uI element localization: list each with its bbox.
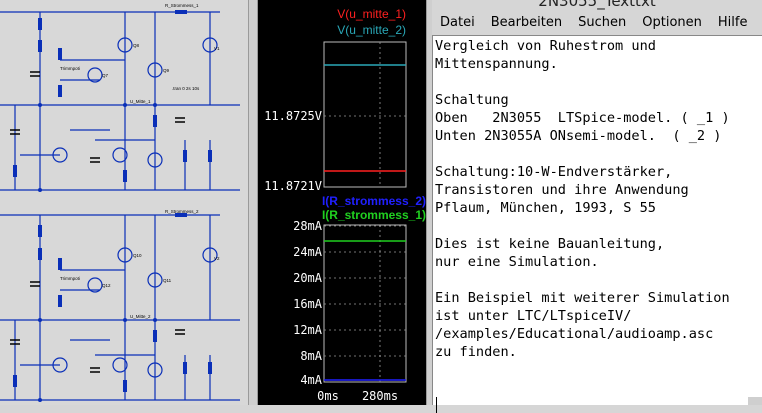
- text-line: Transistoren und ihre Anwendung: [435, 182, 689, 198]
- y-tick-bottom-3: 16mA: [293, 297, 323, 311]
- label-u-mitte-2: U_Mitte_2: [130, 314, 151, 319]
- text-line: Dies ist keine Bauanleitung,: [435, 236, 665, 252]
- text-line: Schaltung: [435, 92, 509, 108]
- window-title: 2N3055_Texttxt: [538, 0, 656, 10]
- text-line: Mittenspannung.: [435, 56, 558, 72]
- trace-label-u-mitte-2[interactable]: V(u_mitte_2): [337, 23, 406, 37]
- label-r-strommess-2: R_Strommess_2: [165, 209, 199, 214]
- waveform-viewer[interactable]: V(u_mitte_1) V(u_mitte_2) I(R_strommess_…: [258, 0, 426, 405]
- y-tick-top-1: 11.8721V: [264, 179, 322, 193]
- label-q7: Q7: [102, 73, 109, 78]
- text-line: Unten 2N3055A ONsemi-model. ( _2 ): [435, 128, 722, 144]
- menu-bar: Datei Bearbeiten Suchen Optionen Hilfe: [432, 12, 762, 34]
- label-u-mitte-1: U_Mitte_1: [130, 99, 151, 104]
- text-line: nur eine Simulation.: [435, 254, 599, 270]
- x-tick-1: 280ms: [362, 389, 398, 403]
- y-tick-bottom-1: 24mA: [293, 245, 323, 259]
- schematic-canvas[interactable]: R_Strommess_1 U_Mitte_1 .tran 0 2s 10s T…: [0, 0, 248, 405]
- text-editor-window: 2N3055_Texttxt Datei Bearbeiten Suchen O…: [432, 0, 762, 413]
- menu-optionen[interactable]: Optionen: [642, 15, 702, 30]
- y-tick-bottom-5: 8mA: [300, 349, 322, 363]
- label-trimmpoti-2: Trimmpoti: [60, 276, 80, 281]
- text-line: Pflaum, München, 1993, S 55: [435, 200, 656, 216]
- label-v1: V1: [214, 46, 220, 51]
- menu-datei[interactable]: Datei: [440, 15, 475, 30]
- trace-label-r-strommess-2[interactable]: I(R_strommess_2): [322, 194, 426, 208]
- trace-label-r-strommess-1[interactable]: I(R_strommess_1): [322, 208, 426, 222]
- schematic-drawing: R_Strommess_1 U_Mitte_1 .tran 0 2s 10s T…: [0, 3, 240, 402]
- label-v2: V2: [214, 256, 220, 261]
- y-tick-bottom-6: 4mA: [300, 373, 322, 387]
- label-q9: Q9: [163, 68, 170, 73]
- text-line: zu finden.: [435, 344, 517, 360]
- menu-hilfe[interactable]: Hilfe: [717, 15, 748, 30]
- menu-suchen[interactable]: Suchen: [578, 15, 627, 30]
- y-tick-bottom-2: 20mA: [293, 271, 323, 285]
- label-q10: Q10: [133, 253, 142, 258]
- text-line: /examples/Educational/audioamp.asc: [435, 326, 714, 342]
- label-r-strommess-1: R_Strommess_1: [165, 3, 199, 8]
- y-tick-bottom-0: 28mA: [293, 219, 323, 233]
- x-tick-0: 0ms: [317, 389, 339, 403]
- label-tran: .tran 0 2s 10s: [172, 86, 200, 91]
- text-area[interactable]: Vergleich von Ruhestrom und Mittenspannu…: [432, 35, 762, 413]
- pane-splitter-right[interactable]: [426, 0, 432, 405]
- scrollbar-corner[interactable]: [748, 397, 762, 405]
- text-line: Ein Beispiel mit weiterer Simulation: [435, 290, 730, 306]
- text-content: Vergleich von Ruhestrom und Mittenspannu…: [435, 37, 730, 361]
- label-q11: Q11: [163, 278, 172, 283]
- text-line: Oben 2N3055 LTSpice-model. ( _1 ): [435, 110, 730, 126]
- label-q12: Q12: [102, 283, 111, 288]
- label-trimmpoti-1: Trimmpoti: [60, 66, 80, 71]
- waveform-plot: V(u_mitte_1) V(u_mitte_2) I(R_strommess_…: [264, 7, 426, 403]
- label-q8: Q8: [133, 43, 140, 48]
- y-tick-top-0: 11.8725V: [264, 109, 322, 123]
- trace-label-u-mitte-1[interactable]: V(u_mitte_1): [337, 7, 406, 21]
- y-tick-bottom-4: 12mA: [293, 323, 323, 337]
- text-line: Schaltung:10-W-Endverstärker,: [435, 164, 673, 180]
- text-caret: [436, 397, 437, 413]
- pane-splitter-left[interactable]: [248, 0, 258, 405]
- text-line: Vergleich von Ruhestrom und: [435, 38, 656, 54]
- text-line: ist unter LTC/LTspiceIV/: [435, 308, 632, 324]
- menu-bearbeiten[interactable]: Bearbeiten: [490, 15, 563, 30]
